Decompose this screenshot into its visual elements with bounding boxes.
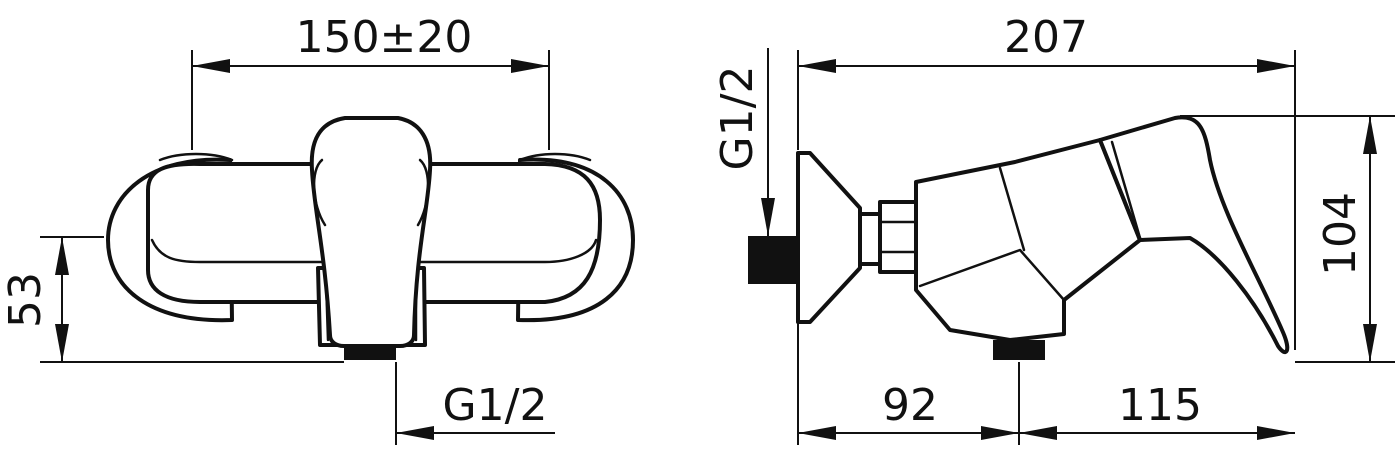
side-view: G1/2 207 104 92: [712, 12, 1395, 445]
side-inlet-to-outlet-dimension: 92: [798, 380, 1019, 440]
front-outlet-callout: G1/2: [395, 362, 555, 445]
lever-handle: [309, 116, 433, 348]
side-outlet-to-end-label: 115: [1118, 380, 1202, 431]
side-inlet-to-outlet-label: 92: [882, 380, 938, 431]
side-length-label: 207: [1004, 12, 1088, 63]
front-outlet-thread: [344, 346, 396, 360]
side-length-dimension: 207: [797, 12, 1296, 350]
side-inlet-callout: G1/2: [712, 48, 775, 236]
side-height-label: 104: [1315, 192, 1366, 276]
front-height-label: 53: [0, 272, 51, 328]
front-view: 150±20 53 G1/2: [0, 12, 635, 445]
front-outlet-label: G1/2: [443, 380, 548, 431]
side-height-dimension: 104: [1180, 115, 1395, 363]
side-outlet-to-end-dimension: 115: [1019, 380, 1295, 440]
side-mixer-body: [914, 138, 1142, 342]
side-lever: [1098, 115, 1290, 355]
side-hex-connector: [858, 200, 918, 274]
side-inlet-thread: [748, 236, 798, 284]
side-wall-flange: [796, 151, 862, 324]
side-outlet-thread: [993, 340, 1045, 360]
side-inlet-label: G1/2: [712, 66, 763, 171]
front-width-label: 150±20: [296, 12, 473, 63]
front-height-dimension: 53: [0, 236, 344, 363]
front-width-dimension: 150±20: [191, 12, 550, 150]
